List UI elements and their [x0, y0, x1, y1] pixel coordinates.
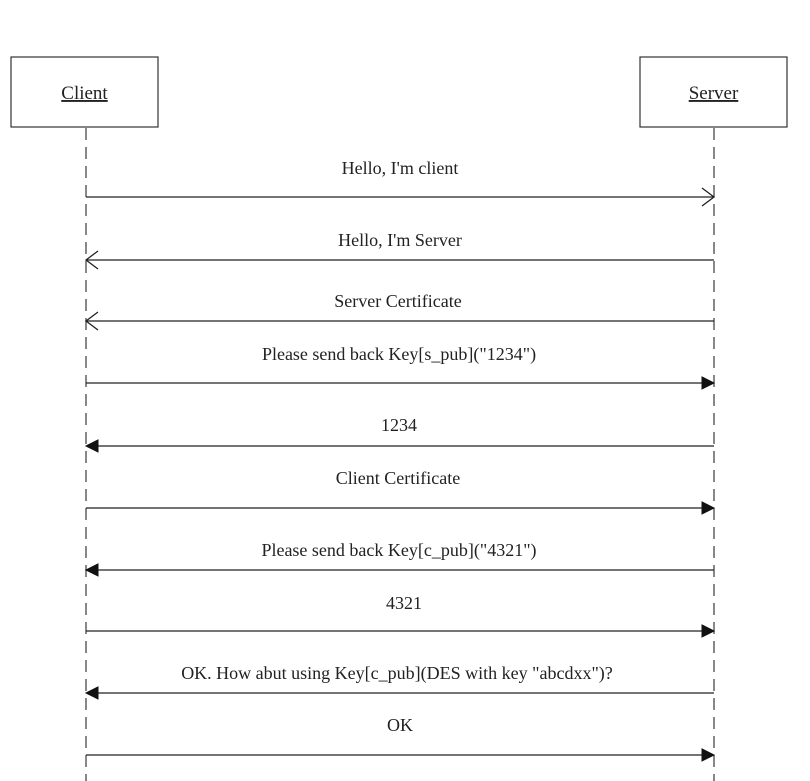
message-client-certificate: Client Certificate: [86, 468, 716, 515]
message-4321: 4321: [86, 593, 716, 638]
server-actor-box: [639, 56, 788, 128]
message-label: OK: [387, 715, 413, 735]
filled-arrowhead-icon: [701, 624, 716, 638]
filled-arrowhead-icon: [701, 748, 716, 762]
message-label: Please send back Key[c_pub]("4321"): [261, 540, 536, 561]
message-label: Hello, I'm client: [342, 158, 459, 178]
message-hello-server: Hello, I'm Server: [84, 230, 714, 270]
message-label: Client Certificate: [336, 468, 460, 488]
message-ok: OK: [86, 715, 716, 762]
message-label: Please send back Key[s_pub]("1234"): [262, 344, 536, 365]
open-arrowhead-icon: [701, 187, 716, 207]
server-actor: Server: [639, 56, 788, 128]
open-arrowhead-icon: [84, 250, 99, 270]
message-send-back-s-pub: Please send back Key[s_pub]("1234"): [86, 344, 716, 390]
message-hello-client: Hello, I'm client: [86, 158, 716, 207]
message-label: 1234: [381, 415, 417, 435]
message-send-back-c-pub: Please send back Key[c_pub]("4321"): [84, 540, 714, 577]
message-1234: 1234: [84, 415, 714, 453]
filled-arrowhead-icon: [84, 686, 99, 700]
filled-arrowhead-icon: [701, 501, 716, 515]
client-actor-label: Client: [61, 83, 108, 104]
filled-arrowhead-icon: [84, 563, 99, 577]
message-server-certificate: Server Certificate: [84, 291, 714, 331]
server-actor-label: Server: [689, 83, 739, 104]
filled-arrowhead-icon: [701, 376, 716, 390]
message-label: OK. How abut using Key[c_pub](DES with k…: [181, 663, 613, 684]
client-actor-box: [10, 56, 159, 128]
client-actor: Client: [10, 56, 159, 128]
message-label: 4321: [386, 593, 422, 613]
message-label: Hello, I'm Server: [338, 230, 462, 250]
message-des-proposal: OK. How abut using Key[c_pub](DES with k…: [84, 663, 714, 700]
message-label: Server Certificate: [334, 291, 461, 311]
open-arrowhead-icon: [84, 311, 99, 331]
filled-arrowhead-icon: [84, 439, 99, 453]
